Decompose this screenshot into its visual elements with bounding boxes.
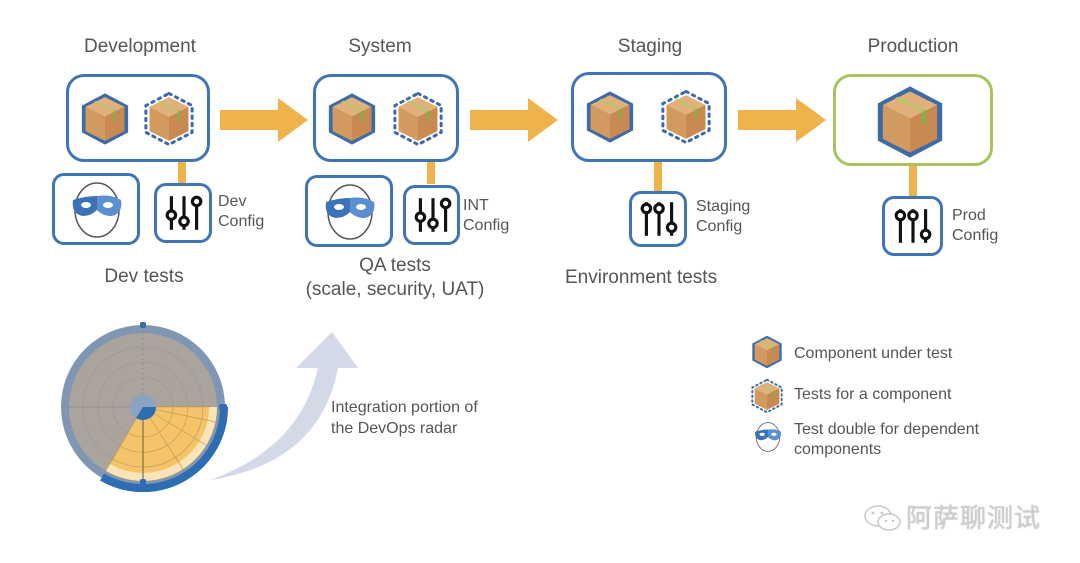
stage-title-development: Development — [84, 36, 196, 57]
mask-icon — [754, 422, 782, 452]
stage-title-staging: Staging — [617, 36, 683, 57]
development-environment-box — [66, 74, 210, 162]
system-config-label: INT Config — [463, 196, 509, 236]
environment-tests-label: Environment tests — [565, 267, 718, 288]
staging-config-box — [629, 191, 687, 247]
component-under-test-icon — [328, 93, 376, 145]
sliders-icon — [165, 194, 203, 232]
component-tests-icon — [661, 89, 711, 145]
production-config-label: Prod Config — [952, 206, 998, 246]
development-config-connector — [178, 162, 186, 184]
config-label-line1: Staging — [696, 198, 751, 215]
dev-tests-label: Dev tests — [104, 266, 184, 287]
system-config-box — [403, 185, 460, 245]
mask-icon — [324, 184, 376, 240]
component-tests-icon — [393, 91, 443, 147]
radar-integration-rim — [99, 406, 228, 492]
config-label-line2: Config — [952, 227, 999, 244]
watermark-text: 阿萨聊测试 — [906, 504, 1042, 534]
production-environment-box — [833, 74, 993, 166]
flow-arrow-icon — [738, 98, 826, 142]
system-environment-box — [313, 74, 459, 162]
development-test-double-box — [52, 173, 140, 245]
component-tests-icon — [144, 91, 194, 147]
staging-config-connector — [654, 162, 662, 192]
legend-label-line1: Test double for dependent — [794, 421, 980, 438]
flow-arrow-icon — [220, 98, 308, 142]
devops-radar — [61, 322, 228, 492]
component-under-test-icon — [586, 91, 634, 143]
sliders-icon — [640, 200, 678, 238]
system-test-double-box — [305, 175, 393, 247]
staging-environment-box — [571, 72, 727, 162]
qa-tests-line2: (scale, security, UAT) — [305, 279, 485, 300]
development-config-label: Dev Config — [218, 192, 264, 232]
mask-icon — [71, 182, 123, 238]
legend-label: Test double for dependent components — [794, 420, 979, 460]
config-label-line1: Dev — [218, 193, 247, 210]
config-label-line1: INT — [463, 197, 489, 214]
development-config-box — [154, 183, 212, 243]
config-label-line2: Config — [696, 218, 743, 235]
qa-tests-label: QA tests (scale, security, UAT) — [280, 254, 510, 302]
sliders-icon — [414, 196, 452, 234]
box-solid-icon — [752, 335, 782, 369]
wechat-icon — [864, 505, 901, 531]
flow-arrow-icon — [470, 98, 558, 142]
legend: Component under test Tests for a compone… — [750, 334, 1040, 474]
staging-config-label: Staging Config — [696, 197, 750, 237]
curved-arrow-icon — [210, 332, 358, 480]
config-label-line1: Prod — [952, 207, 986, 224]
radar-caption: Integration portion of the DevOps radar — [331, 397, 478, 439]
component-under-test-icon — [877, 86, 943, 158]
legend-label: Tests for a component — [794, 386, 952, 403]
radar-caption-line1: Integration portion of — [331, 399, 478, 416]
config-label-line2: Config — [463, 217, 510, 234]
sliders-icon — [894, 207, 932, 245]
box-dotted-icon — [751, 378, 783, 414]
system-config-connector — [427, 162, 435, 184]
component-under-test-icon — [81, 93, 129, 145]
legend-label-line2: components — [794, 441, 882, 458]
legend-label: Component under test — [794, 345, 953, 362]
radar-caption-line2: the DevOps radar — [331, 420, 458, 437]
qa-tests-line1: QA tests — [359, 255, 431, 276]
stage-title-production: Production — [867, 36, 959, 57]
production-config-connector — [909, 166, 917, 198]
config-label-line2: Config — [218, 213, 265, 230]
stage-title-system: System — [348, 36, 412, 57]
production-config-box — [882, 196, 943, 256]
